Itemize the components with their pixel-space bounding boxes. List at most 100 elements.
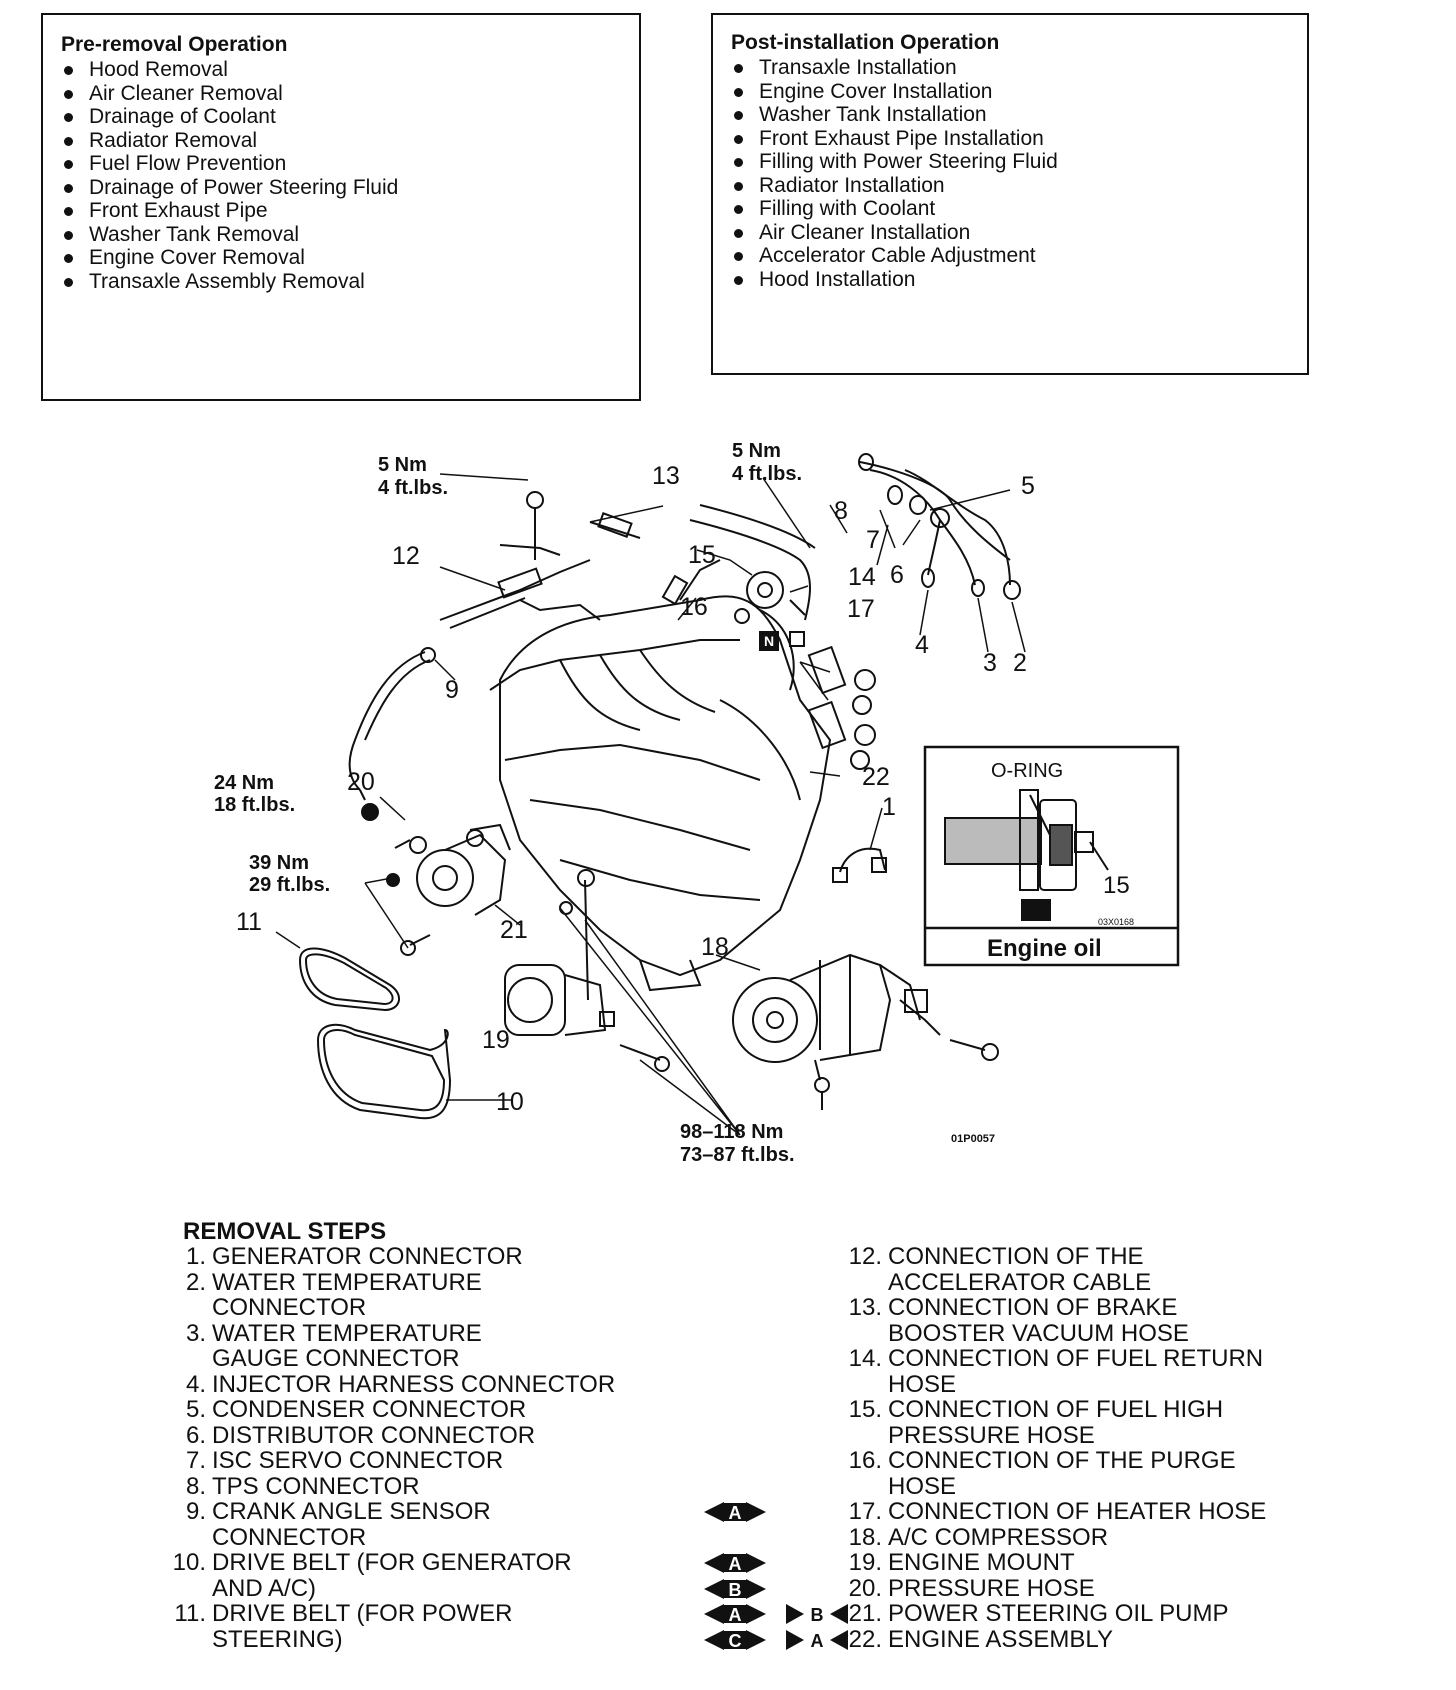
hoses-drawing [589, 504, 876, 770]
step-number: 16. [848, 1447, 882, 1474]
step-number: 3. [185, 1319, 206, 1347]
post-installation-list: Transaxle Installation Engine Cover Inst… [731, 56, 1289, 291]
svg-text:B: B [729, 1580, 742, 1600]
removal-symbol-icon: B [704, 1579, 766, 1600]
step-text: DRIVE BELT (FOR GENERATOR [212, 1549, 572, 1576]
removal-step: 1.GENERATOR CONNECTOR [164, 1244, 523, 1270]
accelerator-cable-drawing [439, 491, 591, 629]
step-number: 22. [848, 1625, 882, 1653]
step-number: 18. [848, 1523, 882, 1551]
torque-4ftlbs-left: 4 ft.lbs. [378, 477, 448, 499]
inset-code: 03X0168 [1098, 917, 1134, 927]
removal-step: 8.TPS CONNECTOR [164, 1472, 420, 1500]
removal-step: 7.ISC SERVO CONNECTOR [164, 1448, 503, 1474]
leader-lines [275, 473, 1026, 1136]
step-text: TPS CONNECTOR [212, 1472, 420, 1500]
step-number: 15. [848, 1396, 882, 1423]
callout-4: 4 [915, 631, 929, 659]
removal-step: 20.PRESSURE HOSE [840, 1574, 1095, 1602]
callout-6: 6 [890, 561, 904, 589]
engine-exploded-diagram: 5 Nm 4 ft.lbs. 5 Nm 4 ft.lbs. 24 Nm 18 f… [214, 440, 1180, 1166]
step-text: CONDENSER CONNECTOR [212, 1396, 527, 1423]
list-item: Washer Tank Removal [61, 223, 621, 247]
step-number: 14. [848, 1345, 882, 1372]
step-number: 20. [848, 1574, 882, 1602]
installation-symbol-icon: A [786, 1629, 848, 1651]
svg-text:B: B [811, 1605, 824, 1625]
step-text: CONNECTION OF BRAKE [888, 1294, 1178, 1321]
step-number: 11. [174, 1600, 206, 1627]
step-number: 1. [185, 1243, 206, 1270]
step-text: CONNECTION OF FUEL RETURN [888, 1345, 1264, 1372]
step-text: CONNECTION OF FUEL HIGH [888, 1396, 1224, 1423]
removal-step: 21.POWER STEERING OIL PUMP [840, 1601, 1229, 1627]
removal-step: 6.DISTRIBUTOR CONNECTOR [164, 1421, 536, 1449]
callout-2: 2 [1013, 649, 1027, 677]
step-number: 21. [848, 1600, 882, 1627]
step-text: CONNECTOR [212, 1294, 367, 1321]
step-number: 12. [848, 1243, 882, 1270]
callout-8: 8 [834, 497, 848, 525]
step-number: 7. [185, 1447, 206, 1474]
installation-symbol-icon: B [786, 1604, 848, 1625]
callout-5: 5 [1021, 472, 1035, 500]
list-item: Fuel Flow Prevention [61, 152, 621, 176]
list-item: Accelerator Cable Adjustment [731, 244, 1289, 268]
step-text: BOOSTER VACUUM HOSE [888, 1319, 1189, 1347]
callout-13: 13 [652, 462, 680, 490]
step-text: CRANK ANGLE SENSOR [212, 1498, 491, 1525]
callout-20: 20 [347, 768, 375, 796]
list-item: Front Exhaust Pipe Installation [731, 127, 1289, 151]
pre-removal-list: Hood Removal Air Cleaner Removal Drainag… [61, 58, 621, 293]
step-text: POWER STEERING OIL PUMP [888, 1600, 1229, 1627]
step-number: 5. [185, 1396, 206, 1423]
step-number: 10. [172, 1549, 206, 1576]
step-text: HOSE [888, 1472, 957, 1500]
step-text: ISC SERVO CONNECTOR [212, 1447, 504, 1474]
figure-code: 01P0057 [951, 1133, 995, 1145]
callout-10: 10 [496, 1088, 524, 1116]
removal-symbol-icon: A [704, 1553, 766, 1574]
callout-19: 19 [482, 1026, 510, 1054]
step-text: STEERING) [212, 1625, 343, 1653]
list-item: Radiator Removal [61, 129, 621, 153]
inset-callout-15: 15 [1103, 872, 1130, 899]
step-text: GAUGE CONNECTOR [212, 1345, 460, 1372]
removal-symbol-icon: C [704, 1629, 766, 1651]
torque-24nm: 24 Nm [214, 772, 274, 794]
step-text: WATER TEMPERATURE [212, 1268, 482, 1296]
callout-11: 11 [236, 908, 262, 936]
step-text: DRIVE BELT (FOR POWER [212, 1600, 513, 1627]
n-mark: N [764, 633, 774, 649]
svg-text:A: A [811, 1631, 824, 1651]
list-item: Air Cleaner Installation [731, 221, 1289, 245]
callout-14: 14 [848, 563, 876, 591]
list-item: Radiator Installation [731, 174, 1289, 198]
callout-3: 3 [983, 649, 997, 677]
list-item: Engine Cover Installation [731, 80, 1289, 104]
o-ring-inset: O-RING 15 03X0168 Engine oil [923, 745, 1180, 967]
list-item: Drainage of Coolant [61, 105, 621, 129]
step-text: CONNECTION OF THE PURGE [888, 1447, 1236, 1474]
step-text: A/C COMPRESSOR [888, 1523, 1109, 1551]
removal-symbol-icon: A [704, 1604, 766, 1625]
step-text: DISTRIBUTOR CONNECTOR [212, 1421, 536, 1449]
pre-removal-title: Pre-removal Operation [61, 33, 288, 56]
removal-step: 17.CONNECTION OF HEATER HOSE [840, 1499, 1267, 1525]
torque-39nm: 39 Nm [249, 852, 309, 874]
removal-step: 5.CONDENSER CONNECTOR [164, 1397, 526, 1423]
step-text: PRESSURE HOSE [888, 1421, 1095, 1449]
wiring-harness-drawing [858, 453, 1021, 600]
svg-text:A: A [729, 1554, 742, 1574]
engine-mount-drawing [504, 869, 670, 1072]
svg-text:A: A [729, 1605, 742, 1625]
step-number: 8. [185, 1472, 206, 1500]
step-number: 13. [848, 1294, 882, 1321]
removal-step: 22.ENGINE ASSEMBLY [840, 1625, 1113, 1653]
torque-5nm-right: 5 Nm [732, 440, 781, 462]
removal-symbol-icon: A [704, 1501, 766, 1523]
